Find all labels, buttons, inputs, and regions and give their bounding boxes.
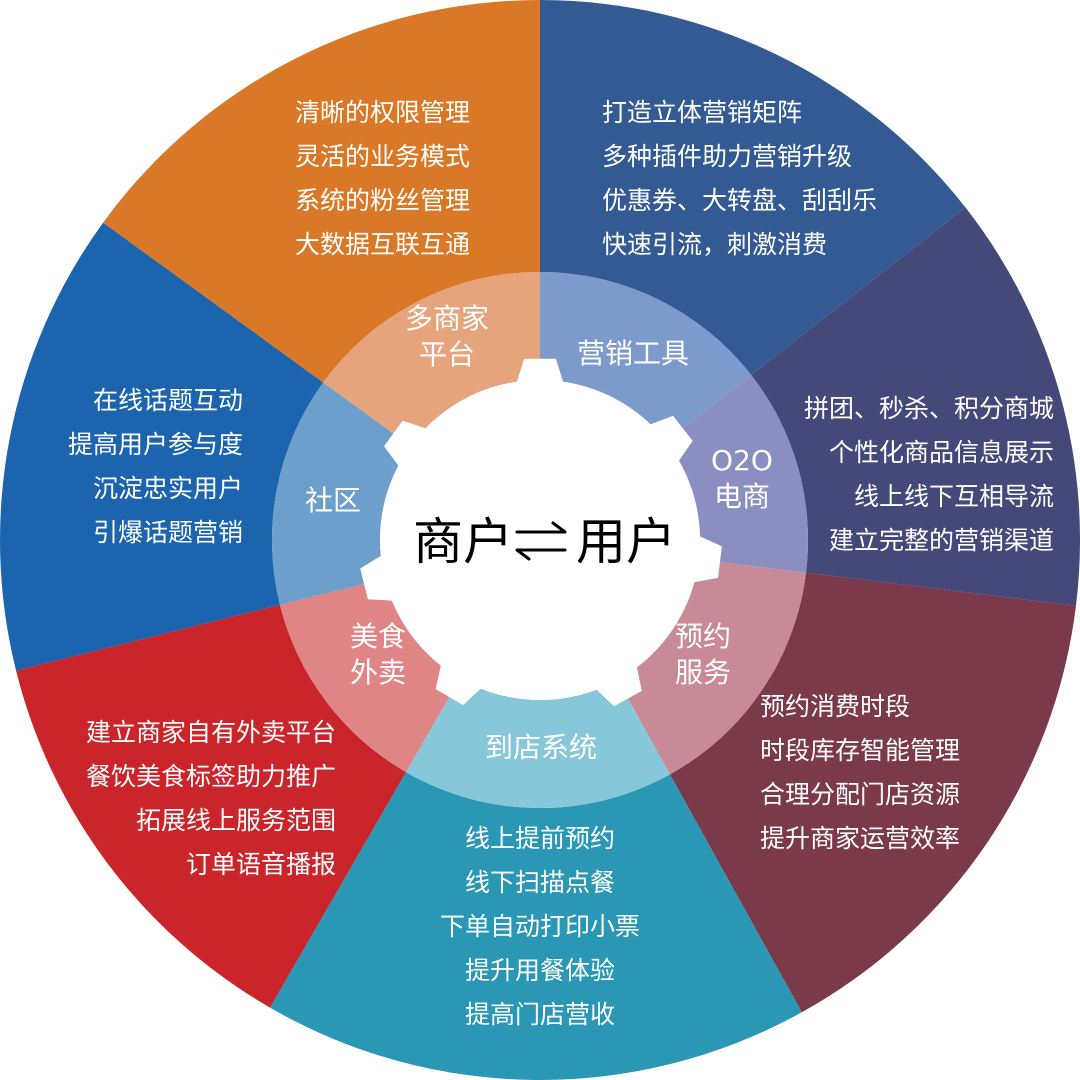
segment-label-food-delivery: 外卖 (350, 656, 406, 689)
ring-reservation-service (617, 559, 807, 775)
segment-label-reservation-service: 服务 (675, 656, 731, 689)
feature-item: 线上线下互相导流 (854, 482, 1054, 511)
feature-item: 建立商家自有外卖平台 (86, 718, 336, 747)
feature-item: 灵活的业务模式 (295, 142, 470, 171)
feature-item: 餐饮美食标签助力推广 (86, 762, 336, 791)
ring-o2o-ecommerce (666, 375, 808, 573)
feature-item: 沉淀忠实用户 (93, 474, 243, 503)
feature-item: 引爆话题营销 (93, 518, 243, 547)
center-text-user: 用户 (576, 513, 676, 571)
segment-food-delivery (16, 604, 406, 1008)
feature-item: 时段库存智能管理 (760, 736, 960, 765)
segment-community (0, 222, 324, 671)
segment-label-multi-merchant-platform: 多商家 (405, 302, 489, 335)
ring-community (272, 382, 411, 605)
ring-multi-merchant-platform (323, 272, 540, 446)
feature-item: 清晰的权限管理 (295, 98, 470, 127)
feature-item: 个性化商品信息展示 (829, 438, 1054, 467)
feature-item: 下单自动打印小票 (440, 912, 640, 941)
feature-item: 提升商家运营效率 (760, 824, 960, 853)
segment-o2o-ecommerce (751, 207, 1080, 606)
center-text-merchant: 商户 (413, 513, 513, 571)
feature-item: 在线话题互动 (93, 386, 243, 415)
feature-item: 提高门店营收 (465, 1000, 615, 1029)
segment-label-community: 社区 (305, 484, 361, 517)
ring-marketing-tools (540, 272, 752, 442)
feature-item: 提升用餐体验 (465, 956, 615, 985)
feature-item: 多种插件助力营销升级 (602, 142, 852, 171)
exchange-arrows-icon (515, 521, 567, 561)
segment-instore-system (270, 772, 802, 1080)
feature-item: 预约消费时段 (760, 692, 910, 721)
segment-label-o2o-ecommerce: 电商 (714, 480, 770, 513)
feature-item: 系统的粉丝管理 (295, 186, 470, 215)
center-label: 商户 用户 (413, 513, 676, 571)
feature-item: 线下扫描点餐 (465, 868, 615, 897)
segment-label-marketing-tools: 营销工具 (577, 337, 689, 370)
feature-item: 拼团、秒杀、积分商城 (804, 394, 1054, 423)
segment-label-instore-system: 到店系统 (485, 731, 597, 764)
feature-item: 提高用户参与度 (68, 430, 243, 459)
feature-item: 优惠券、大转盘、刮刮乐 (602, 186, 877, 215)
feature-item: 拓展线上服务范围 (136, 806, 336, 835)
feature-item: 建立完整的营销渠道 (829, 526, 1054, 555)
segment-label-reservation-service: 预约 (675, 620, 731, 653)
ring-instore-system (406, 678, 670, 808)
feature-item: 合理分配门店资源 (760, 780, 960, 809)
center-disc (360, 358, 722, 707)
ring-food-delivery (279, 578, 460, 773)
feature-item: 大数据互联互通 (295, 230, 470, 259)
segment-label-o2o-ecommerce: O2O (711, 444, 773, 477)
feature-item: 快速引流，刺激消费 (602, 230, 827, 259)
segment-label-food-delivery: 美食 (350, 620, 406, 653)
segment-multi-merchant-platform (103, 0, 540, 383)
segment-reservation-service (669, 572, 1076, 1013)
segment-marketing-tools (540, 0, 966, 376)
feature-item: 打造立体营销矩阵 (602, 98, 802, 127)
segment-label-multi-merchant-platform: 平台 (419, 338, 475, 371)
feature-item: 线上提前预约 (465, 824, 615, 853)
feature-item: 订单语音播报 (186, 850, 336, 879)
